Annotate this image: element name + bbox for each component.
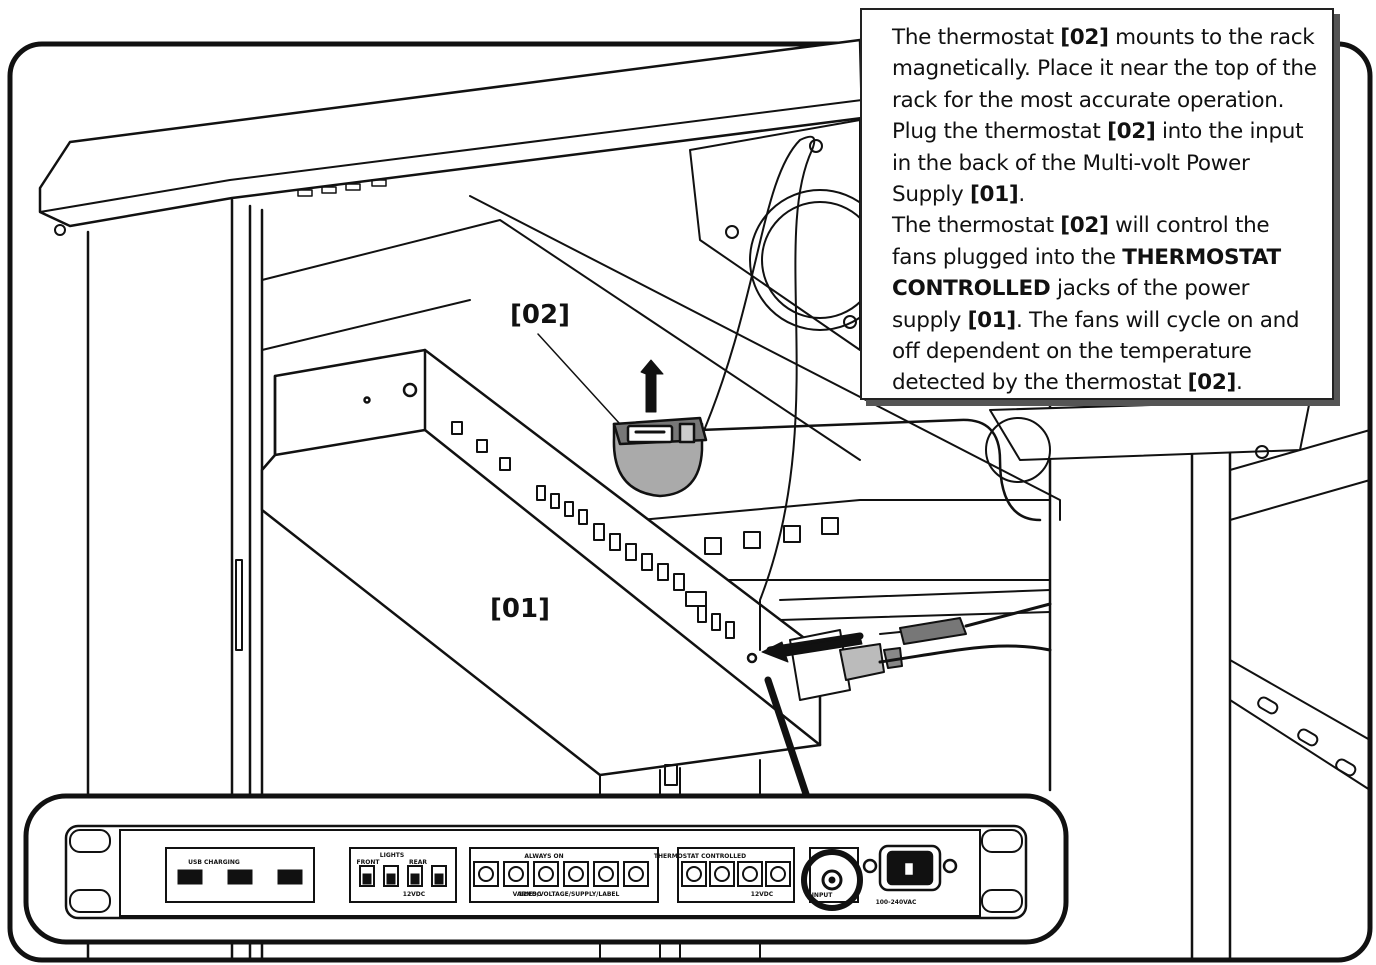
back-panel-inset <box>23 793 1069 945</box>
fan-lower <box>985 399 1311 483</box>
lights-label: LIGHTS <box>380 852 404 859</box>
instruction-paragraph-2: The thermostat [02] will control the fan… <box>892 213 1300 396</box>
rack-top-panel <box>38 38 864 228</box>
ac-power-inlet <box>862 844 958 892</box>
power-supply-callout-label: [01] <box>490 594 550 624</box>
outer-frame <box>7 41 1373 963</box>
always-on-label: ALWAYS ON <box>524 853 563 860</box>
thermostat-controlled-label: THERMOSTAT CONTROLLED <box>654 853 746 860</box>
varies-label: VARIES/VOLTAGE/SUPPLY/LABEL <box>513 891 620 898</box>
ac-label: 100-240VAC <box>876 899 917 906</box>
rear-label: REAR <box>409 859 427 866</box>
input-label: INPUT <box>812 892 834 899</box>
left-arrow-icon <box>761 635 863 663</box>
input-jack-highlight <box>801 849 863 911</box>
thermostat-device <box>612 416 708 498</box>
voltage-label-always-on: 12VDC <box>519 891 542 898</box>
thermostat-callout-label: [02] <box>510 300 570 330</box>
voltage-label-lights: 12VDC <box>403 891 426 898</box>
rack-right-upright <box>1048 378 1232 962</box>
power-supply-unit <box>260 348 822 777</box>
up-arrow-icon <box>640 359 664 413</box>
usb-charging-label: USB CHARGING <box>188 859 240 866</box>
front-label: FRONT <box>357 859 381 866</box>
instruction-paragraph-1: The thermostat [02] mounts to the rack m… <box>892 25 1317 208</box>
instruction-callout: The thermostat [02] mounts to the rack m… <box>860 8 1334 400</box>
voltage-label-thermostat: 12VDC <box>751 891 774 898</box>
